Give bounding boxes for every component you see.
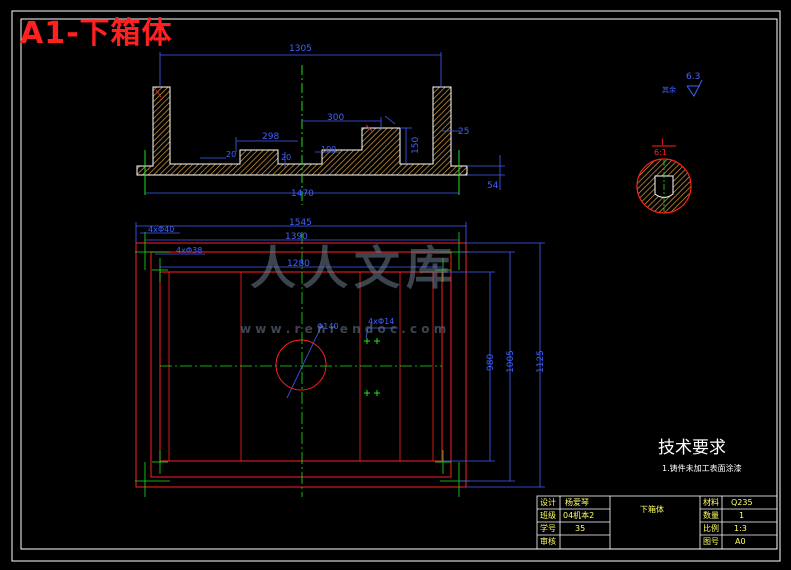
- dim-300: 300: [327, 113, 344, 123]
- dim-20b: 20: [281, 153, 291, 162]
- tb-id-label: 学号: [540, 524, 556, 533]
- tb-material-value: Q235: [731, 498, 753, 507]
- dim-1125: 1125: [536, 350, 546, 373]
- detail-view: [636, 145, 692, 214]
- dim-980: 980: [486, 354, 496, 371]
- dim-150: 150: [411, 137, 421, 154]
- inner-border: [20, 18, 778, 550]
- tb-part-name: 下箱体: [640, 505, 664, 514]
- dim-hole-left2: 4xΦ38: [176, 246, 202, 255]
- tb-qty-value: 1: [739, 511, 745, 520]
- plan-view: [135, 222, 545, 497]
- dim-hole-center: Φ140: [317, 322, 339, 331]
- roughness-symbol: [686, 79, 703, 97]
- tb-design-name: 杨爱琴: [565, 498, 589, 507]
- front-view: [136, 52, 505, 205]
- drawing-title: A1-下箱体: [20, 16, 173, 51]
- dim-1470: 1470: [291, 189, 314, 199]
- tb-class-value: 04机本2: [563, 511, 595, 520]
- tech-requirements-note: 1.铸件未加工表面涂漆: [662, 464, 742, 473]
- watermark-url: w w w . r e n r e n d o c . c o m: [240, 322, 447, 336]
- dim-1280: 1280: [287, 259, 310, 269]
- tb-design-label: 设计: [540, 498, 556, 507]
- tb-material-label: 材料: [703, 498, 719, 507]
- outer-border: [11, 10, 781, 562]
- dim-hole-left: 4xΦ40: [148, 225, 174, 234]
- tb-qty-label: 数量: [703, 511, 719, 520]
- dim-1545: 1545: [289, 218, 312, 228]
- tb-review-label: 审核: [540, 537, 556, 546]
- dim-100: 100: [321, 145, 336, 154]
- tb-class-label: 班级: [540, 511, 556, 520]
- roughness-label: 其余: [662, 85, 676, 94]
- tech-requirements-title: 技术要求: [658, 438, 726, 458]
- tb-id-value: 35: [575, 524, 586, 533]
- dim-1390: 1390: [285, 232, 308, 242]
- dim-298: 298: [262, 132, 279, 142]
- title-block-grid: [536, 495, 778, 550]
- dim-1305: 1305: [289, 44, 312, 54]
- tb-scale-label: 比例: [703, 524, 719, 533]
- dim-20a: 20: [226, 150, 236, 159]
- detail-scale: 6:1: [654, 148, 667, 157]
- watermark-logo: 人人文库: [250, 241, 458, 295]
- dim-54: 54: [487, 181, 499, 191]
- dim-hole-right: 4xΦ14: [368, 317, 394, 326]
- detail-label: I: [661, 138, 664, 148]
- roughness-value: 6.3: [686, 72, 700, 82]
- dim-1005: 1005: [506, 350, 516, 373]
- tb-drawing-label: 图号: [703, 537, 719, 546]
- dim-25: 25: [458, 127, 469, 137]
- tb-scale-value: 1:3: [734, 524, 747, 533]
- tb-drawing-value: A0: [735, 537, 746, 546]
